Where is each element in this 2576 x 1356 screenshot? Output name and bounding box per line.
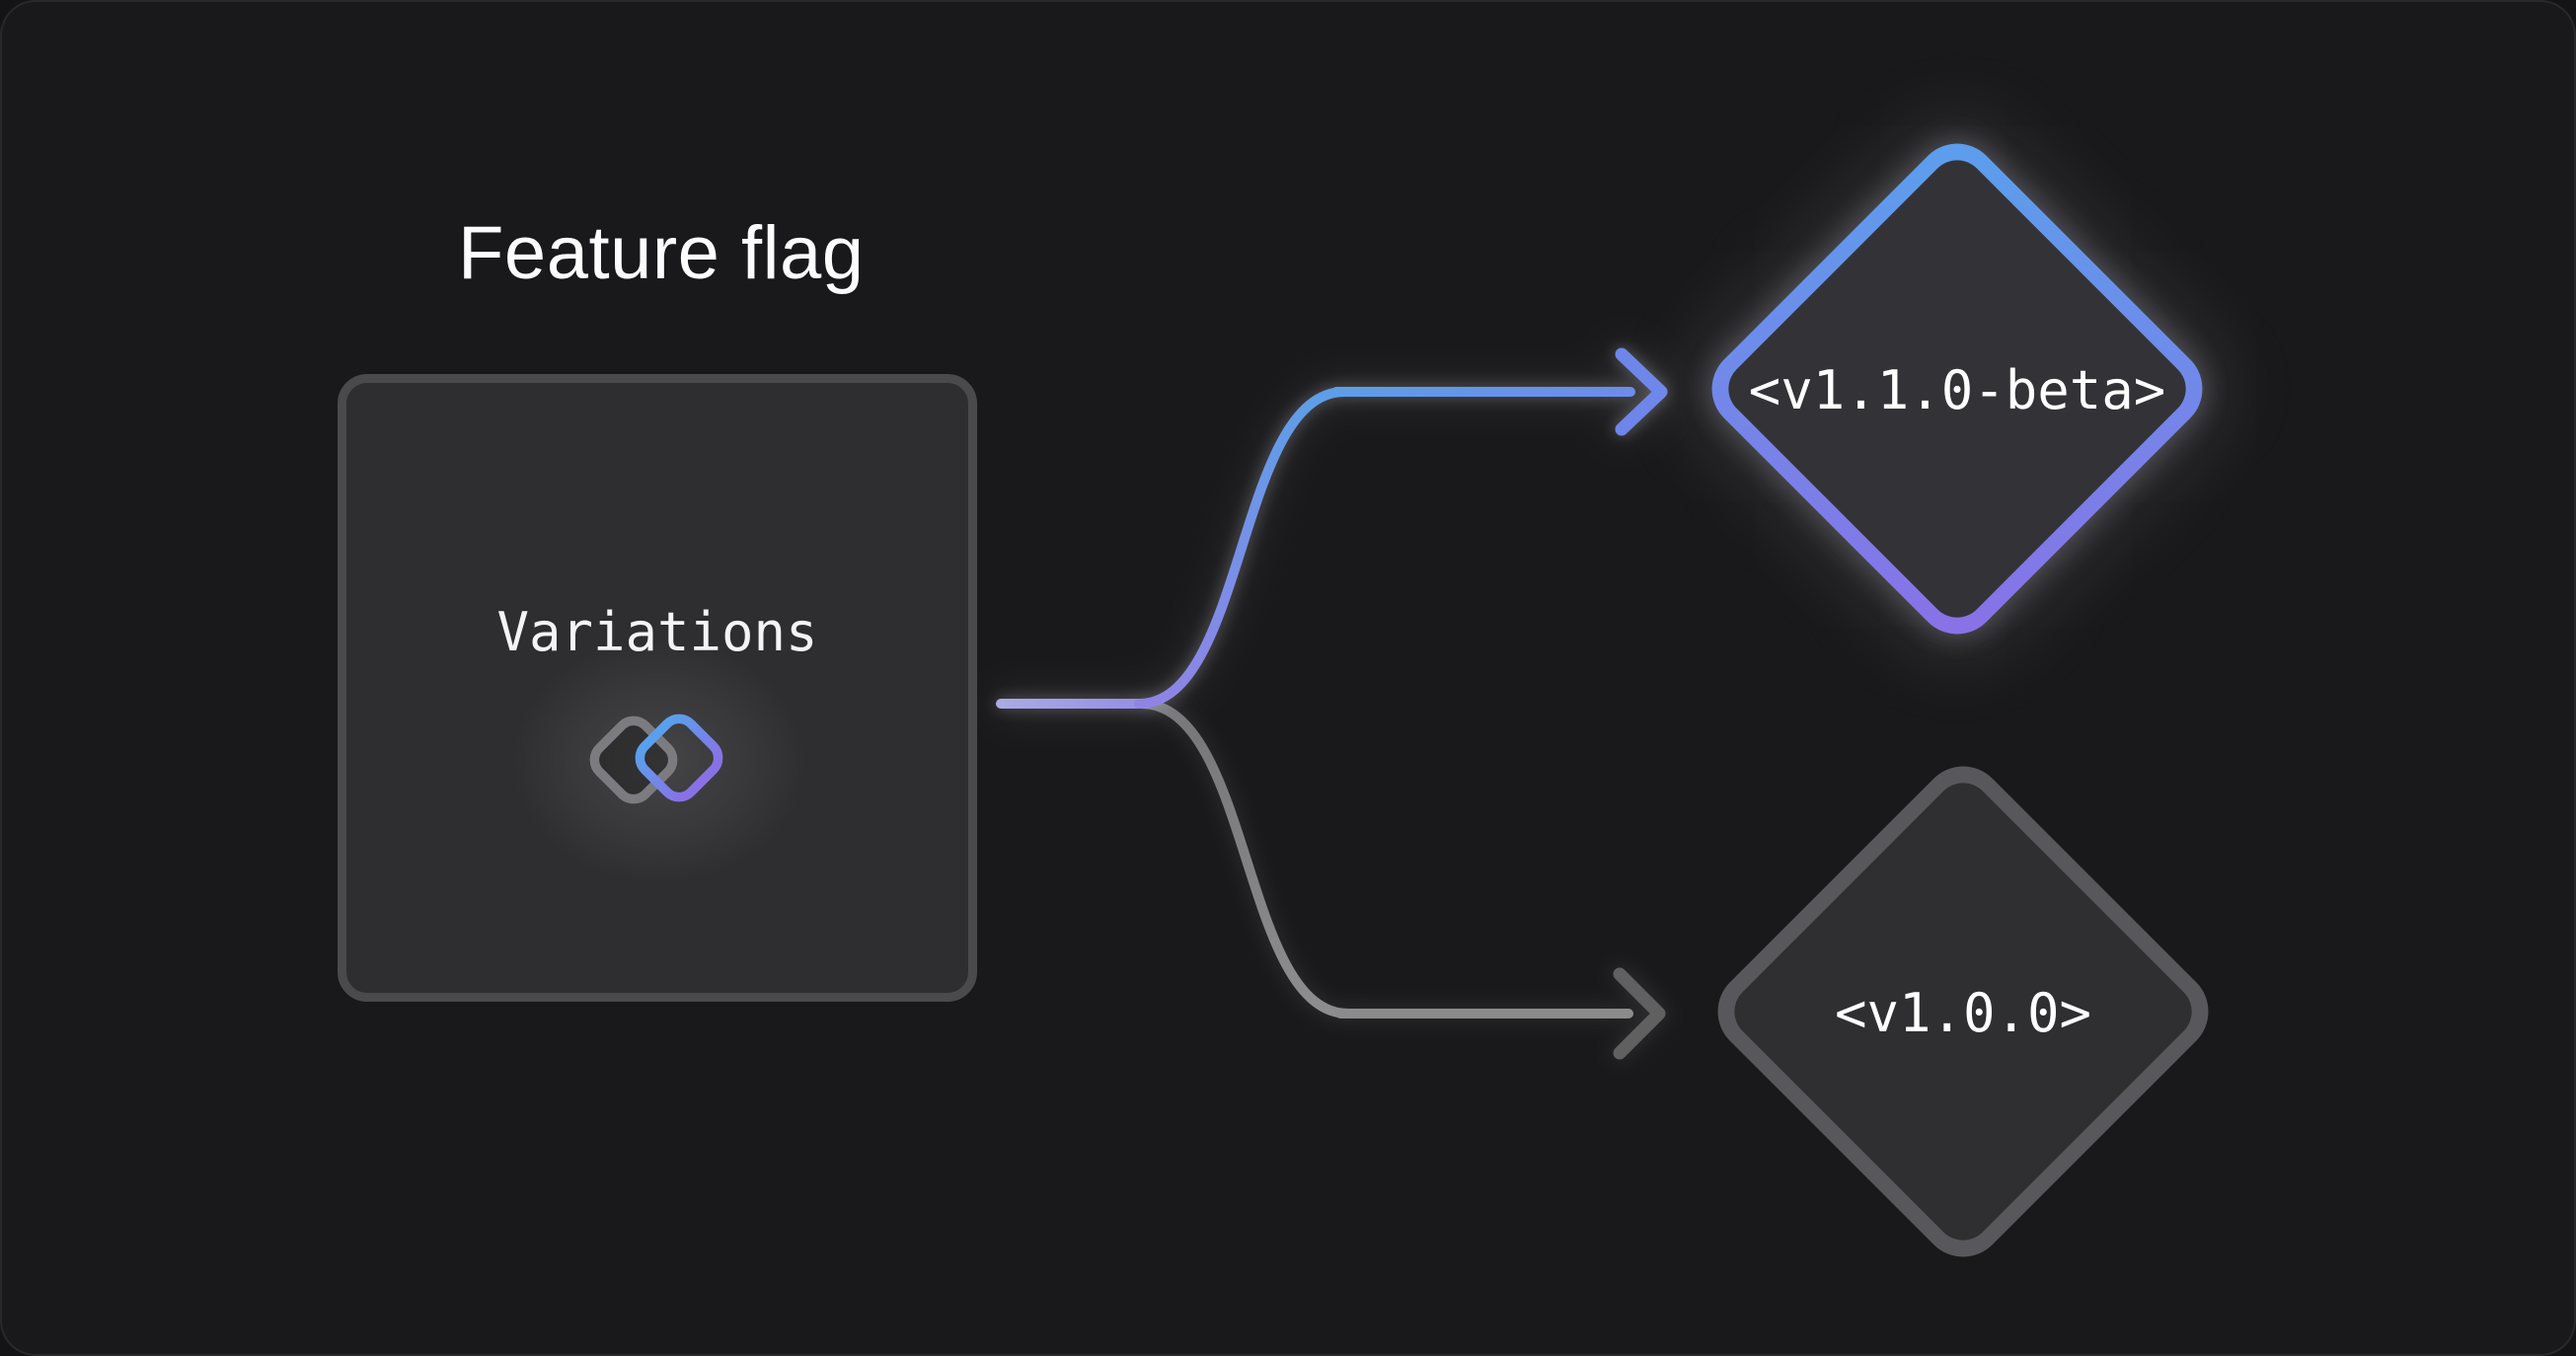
front-diamond-icon <box>635 714 723 802</box>
overlapping-diamonds-icon <box>511 638 807 884</box>
page-title: Feature flag <box>458 211 865 295</box>
node-label: <v1.0.0> <box>1834 982 2092 1044</box>
branch-arrow-beta <box>996 347 1668 709</box>
node-label: <v1.1.0-beta> <box>1748 359 2166 421</box>
right-arrow-icon <box>1613 967 1666 1060</box>
back-diamond-icon <box>589 716 678 804</box>
branch-arrow-stable <box>1136 699 1666 1060</box>
right-arrow-icon <box>1615 347 1668 436</box>
node-variations: Variations <box>338 374 977 1002</box>
node-label: Variations <box>496 601 818 663</box>
icon-glow <box>511 638 807 884</box>
